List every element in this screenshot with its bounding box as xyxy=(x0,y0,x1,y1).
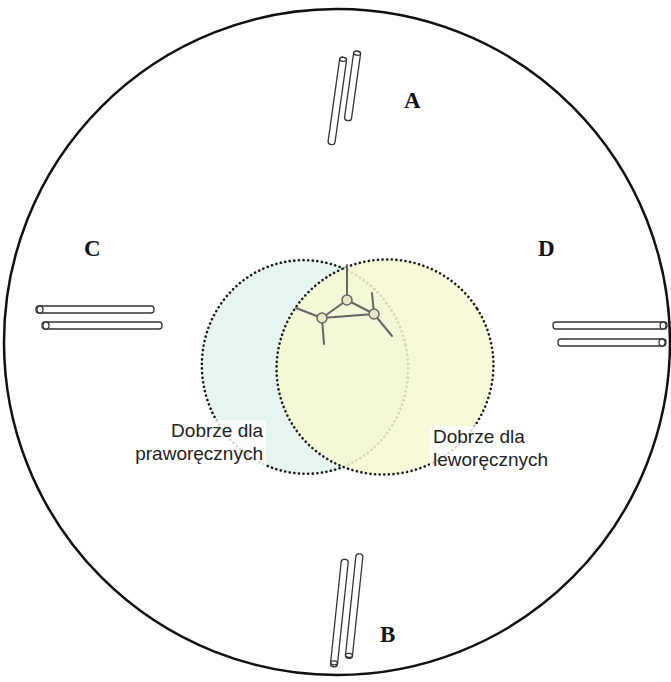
seat-letter: C xyxy=(84,236,101,262)
zone-label: Dobrze dla praworęcznych xyxy=(90,420,266,466)
zone-label: Dobrze dla leworęcznych xyxy=(430,426,611,472)
chopsticks xyxy=(36,49,667,669)
hand-zone-ellipse: Dobrze dla leworęcznych xyxy=(272,256,498,478)
round-table xyxy=(4,9,670,675)
seat-letter: A xyxy=(404,88,421,114)
seat-letter: B xyxy=(380,622,395,648)
seat-letter: D xyxy=(538,236,555,262)
